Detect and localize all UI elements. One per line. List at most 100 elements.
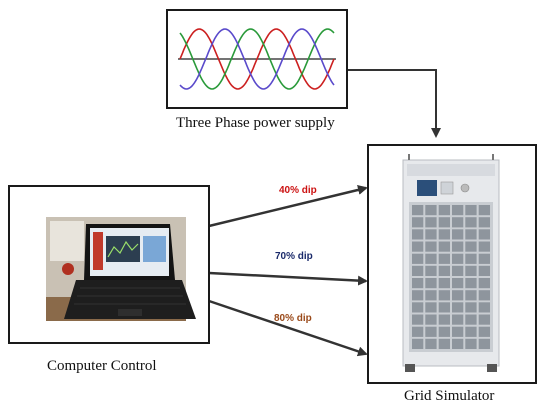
vent-cell <box>438 278 450 289</box>
vent-cell <box>412 302 424 313</box>
vent-cell <box>452 265 464 276</box>
control-display-icon <box>417 180 437 196</box>
vent-cell <box>452 205 464 216</box>
vent-cell <box>412 338 424 349</box>
dip-80-arrow <box>208 299 368 357</box>
phase-a-wave <box>179 28 335 90</box>
vent-cell <box>412 265 424 276</box>
screen-table-icon <box>143 236 166 262</box>
vent-cell <box>425 302 437 313</box>
vent-cell <box>465 290 477 301</box>
vent-cell <box>452 314 464 325</box>
vent-cell <box>438 217 450 228</box>
vent-cell <box>438 205 450 216</box>
control-keypad-icon <box>440 181 454 195</box>
screen-sidebar-icon <box>93 232 103 270</box>
phase-b-wave <box>179 28 335 90</box>
vent-cell <box>425 253 437 264</box>
vent-cell <box>478 265 490 276</box>
laptop-trackpad <box>118 309 142 316</box>
vent-cell <box>412 290 424 301</box>
vent-cell <box>438 314 450 325</box>
phase-c-wave <box>179 28 335 90</box>
vent-cell <box>412 253 424 264</box>
vent-cell <box>412 314 424 325</box>
vent-cell <box>478 253 490 264</box>
dip-70-label: 70% dip <box>275 251 313 262</box>
cabinet-foot-left <box>405 364 415 372</box>
vent-cell <box>452 241 464 252</box>
control-knob-icon <box>460 183 470 193</box>
vent-cell <box>438 265 450 276</box>
vent-cell <box>478 290 490 301</box>
computer-control-caption: Computer Control <box>47 358 157 374</box>
vent-cell <box>465 314 477 325</box>
vent-cell <box>478 278 490 289</box>
computer-control-box <box>8 185 210 344</box>
background-object <box>50 221 84 261</box>
vent-cell <box>438 241 450 252</box>
vent-cell <box>425 205 437 216</box>
dip-40-arrow <box>208 185 368 228</box>
vent-cell <box>465 241 477 252</box>
vent-cell <box>438 253 450 264</box>
laptop-keyboard-base <box>64 280 196 319</box>
screen-plot-window-icon <box>106 236 140 262</box>
vent-cell <box>425 217 437 228</box>
vent-cell <box>425 265 437 276</box>
vent-cell <box>425 290 437 301</box>
power-supply-caption: Three Phase power supply <box>176 115 335 131</box>
cabinet-foot-right <box>487 364 497 372</box>
vent-cell <box>452 302 464 313</box>
vent-cell <box>425 314 437 325</box>
grid-simulator-caption: Grid Simulator <box>404 388 495 404</box>
screen-plot-trace <box>107 240 139 258</box>
dip-80-label: 80% dip <box>274 313 312 324</box>
keyboard-keys <box>74 287 186 305</box>
vent-cell <box>412 278 424 289</box>
vent-cell <box>425 326 437 337</box>
vent-cell <box>412 217 424 228</box>
vent-cell <box>452 338 464 349</box>
vent-cell <box>438 302 450 313</box>
dip-70-arrow <box>208 271 368 286</box>
vent-cell <box>425 229 437 240</box>
grid-simulator-box <box>367 144 537 384</box>
vent-cell <box>452 217 464 228</box>
vent-cell <box>412 241 424 252</box>
vent-cell <box>478 229 490 240</box>
vent-cell <box>452 229 464 240</box>
vent-cell <box>438 229 450 240</box>
laptop-photo <box>46 217 196 321</box>
vent-cell <box>478 314 490 325</box>
vent-cell <box>465 217 477 228</box>
dip-40-label: 40% dip <box>279 185 317 196</box>
three-phase-waveform <box>178 28 336 90</box>
vent-grille <box>412 205 490 349</box>
vent-cell <box>478 326 490 337</box>
vent-cell <box>412 229 424 240</box>
vent-cell <box>425 278 437 289</box>
desk-object-red <box>62 263 74 275</box>
vent-cell <box>465 338 477 349</box>
power-supply-box <box>166 9 348 109</box>
vent-cell <box>465 205 477 216</box>
vent-cell <box>478 338 490 349</box>
vent-cell <box>465 253 477 264</box>
vent-cell <box>438 290 450 301</box>
vent-cell <box>438 338 450 349</box>
vent-cell <box>465 229 477 240</box>
supply-to-simulator-arrow <box>348 69 441 138</box>
vent-cell <box>452 278 464 289</box>
vent-cell <box>425 338 437 349</box>
vent-cell <box>412 326 424 337</box>
vent-cell <box>478 302 490 313</box>
vent-cell <box>465 302 477 313</box>
vent-cell <box>478 217 490 228</box>
vent-cell <box>438 326 450 337</box>
vent-cell <box>452 253 464 264</box>
vent-cell <box>425 241 437 252</box>
vent-cell <box>478 205 490 216</box>
vent-cell <box>465 326 477 337</box>
